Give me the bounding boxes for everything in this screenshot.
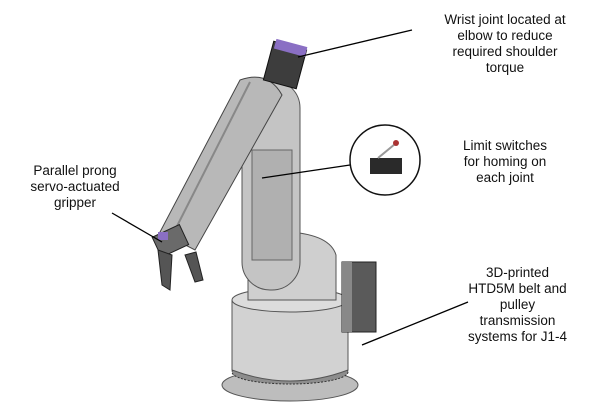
- gripper: [151, 223, 204, 291]
- base-cylinder: [231, 299, 349, 382]
- gripper-annotation: Parallel prong servo-actuated gripper: [30, 163, 120, 210]
- limit-switch-annotation: Limit switches for homing on each joint: [462, 138, 548, 185]
- limit-switch-icon: [370, 158, 402, 174]
- wrist-annotation: Wrist joint located at elbow to reduce r…: [444, 12, 566, 75]
- transmission-annotation: 3D-printed HTD5M belt and pulley transmi…: [467, 265, 568, 344]
- transmission-leader: [361, 301, 469, 346]
- gripper-leader: [111, 212, 163, 243]
- wrist-leader: [297, 29, 413, 58]
- switch-leader: [261, 164, 351, 179]
- forearm: [159, 76, 283, 251]
